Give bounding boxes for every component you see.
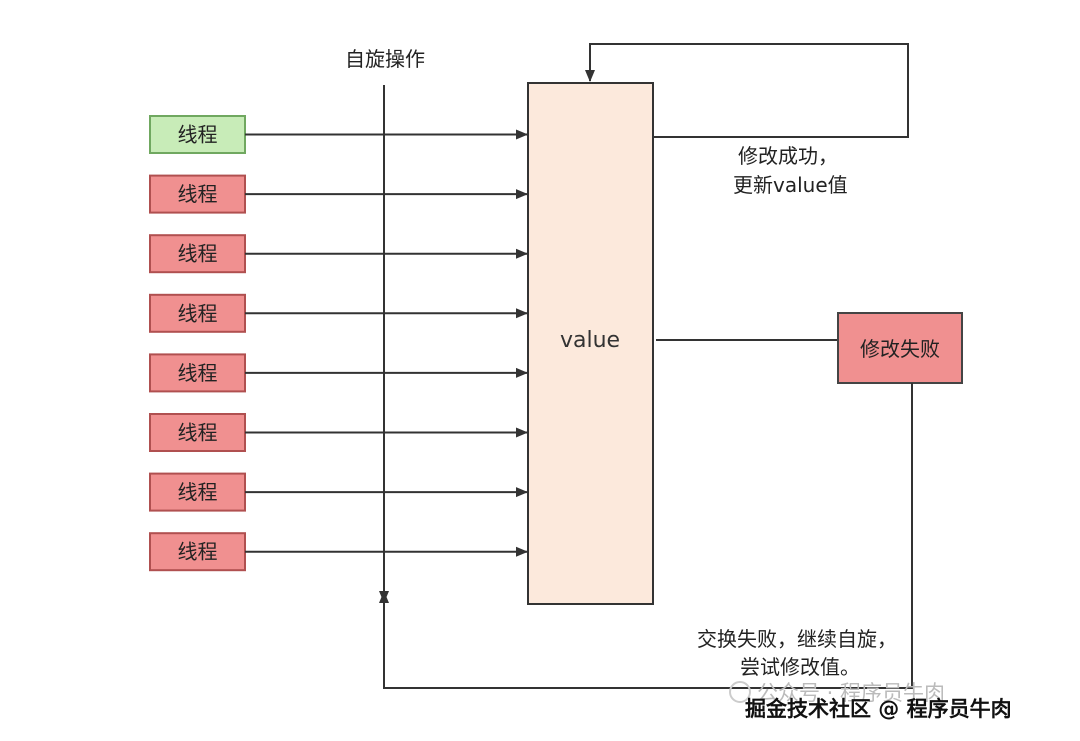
thread-box-6 [149, 413, 246, 452]
wechat-icon [729, 681, 751, 703]
fail-box-label: 修改失败 [860, 337, 940, 361]
thread-box-8 [149, 532, 246, 572]
thread-label-5: 线程 [178, 361, 218, 385]
fail-box [837, 312, 963, 384]
success-label-line2: 更新value值 [733, 173, 848, 197]
thread-label-1: 线程 [178, 123, 218, 147]
spin-operation-label: 自旋操作 [345, 47, 425, 71]
success-loop-line [585, 43, 909, 138]
thread-box-4 [149, 293, 246, 333]
thread-label-2: 线程 [178, 182, 218, 206]
thread-label-3: 线程 [178, 242, 218, 266]
thread-label-7: 线程 [178, 480, 218, 504]
thread-label-8: 线程 [178, 540, 218, 564]
value-box [527, 82, 654, 605]
thread-label-4: 线程 [178, 301, 218, 325]
credit-watermark: 掘金技术社区 @ 程序员牛肉 [745, 697, 1012, 721]
faded-watermark: 公众号 · 程序员牛肉 [757, 681, 945, 705]
thread-box-5 [149, 353, 246, 393]
success-label-line1: 修改成功， [738, 144, 838, 168]
thread-box-3 [149, 234, 246, 274]
thread-label-6: 线程 [178, 421, 218, 445]
retry-label-line1: 交换失败，继续自旋， [697, 627, 897, 651]
retry-loop-line [379, 383, 913, 689]
value-label: value [560, 328, 620, 353]
retry-label-line2: 尝试修改值。 [740, 655, 860, 679]
